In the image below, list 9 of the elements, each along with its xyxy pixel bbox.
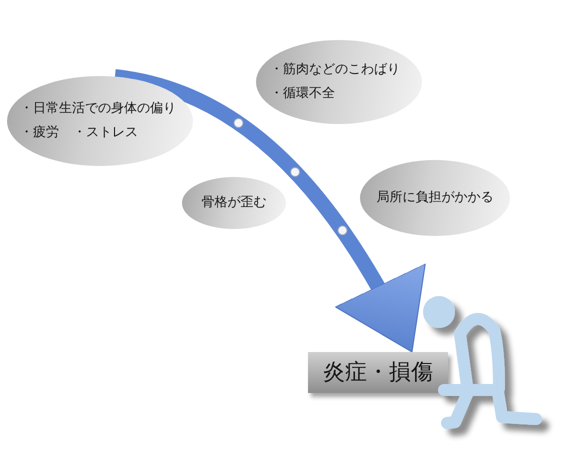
bullet-item: ・疲労 [20, 124, 59, 142]
bullet-item: ・ストレス [73, 124, 138, 142]
bullet-item: ・循環不全 [270, 85, 335, 103]
result-label: 炎症・損傷 [323, 360, 433, 386]
bullet-item: ・筋肉などのこわばり [270, 61, 400, 79]
bullet-item: ・日常生活での身体の偏り [20, 100, 176, 118]
bubble-label: 骨格が歪む [202, 194, 266, 212]
bubble-label: 局所に負担がかかる [376, 189, 494, 207]
result-box [308, 352, 448, 393]
